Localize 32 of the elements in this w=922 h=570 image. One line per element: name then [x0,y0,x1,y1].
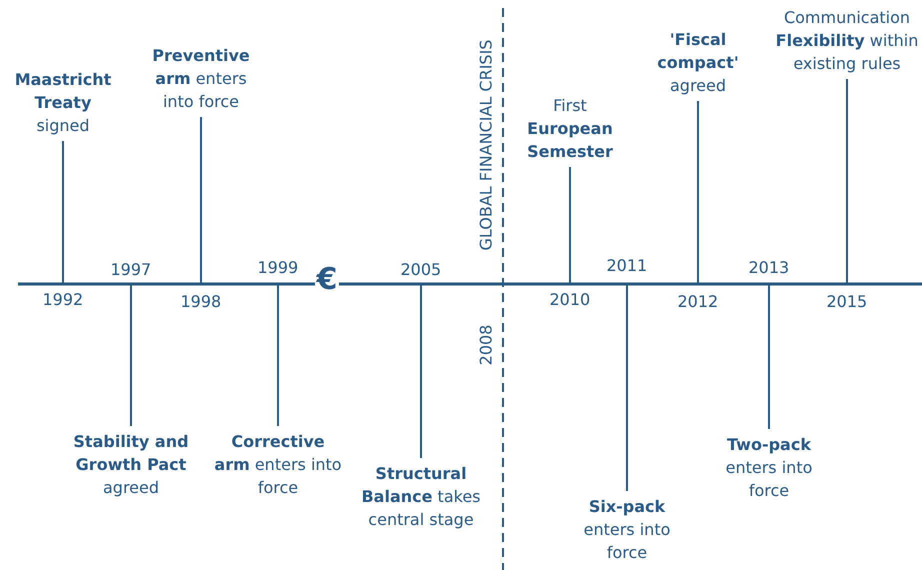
leader-line [569,167,571,284]
leader-line [697,101,699,284]
leader-line [846,79,848,284]
leader-line [200,117,202,284]
year-label: 2015 [826,292,868,312]
leader-line [130,284,132,426]
event-text: Two-pack enters into force [709,433,829,502]
event-text: Corrective arm enters into force [213,430,343,499]
crisis-label: GLOBAL FINANCIAL CRISIS [476,40,496,250]
event-text: Structural Balance takes central stage [346,462,496,531]
year-label: 2012 [678,292,718,312]
event-text: Stability and Growth Pact agreed [56,430,206,499]
year-label: 1998 [180,292,222,312]
event-text: First European Semester [510,94,630,163]
event-text: 'Fiscal compact' agreed [643,28,753,97]
year-label: 1997 [110,260,152,280]
event-text: Maastricht Treaty signed [8,68,118,137]
leader-line [626,284,628,491]
year-label: 2011 [606,256,648,276]
crisis-label: 2008 [476,324,496,366]
year-label: 1999 [258,258,298,278]
year-label: 1992 [42,290,84,310]
event-text: Preventive arm enters into force [141,44,261,113]
leader-line [768,284,770,429]
year-label: 2010 [550,290,590,310]
year-label: 2013 [748,258,790,278]
event-text: Communication Flexibility within existing rules [774,6,920,75]
leader-line [62,141,64,284]
year-label: 2005 [400,260,442,280]
event-text: Six-pack enters into force [567,495,687,564]
leader-line [420,284,422,458]
leader-line [277,284,279,426]
